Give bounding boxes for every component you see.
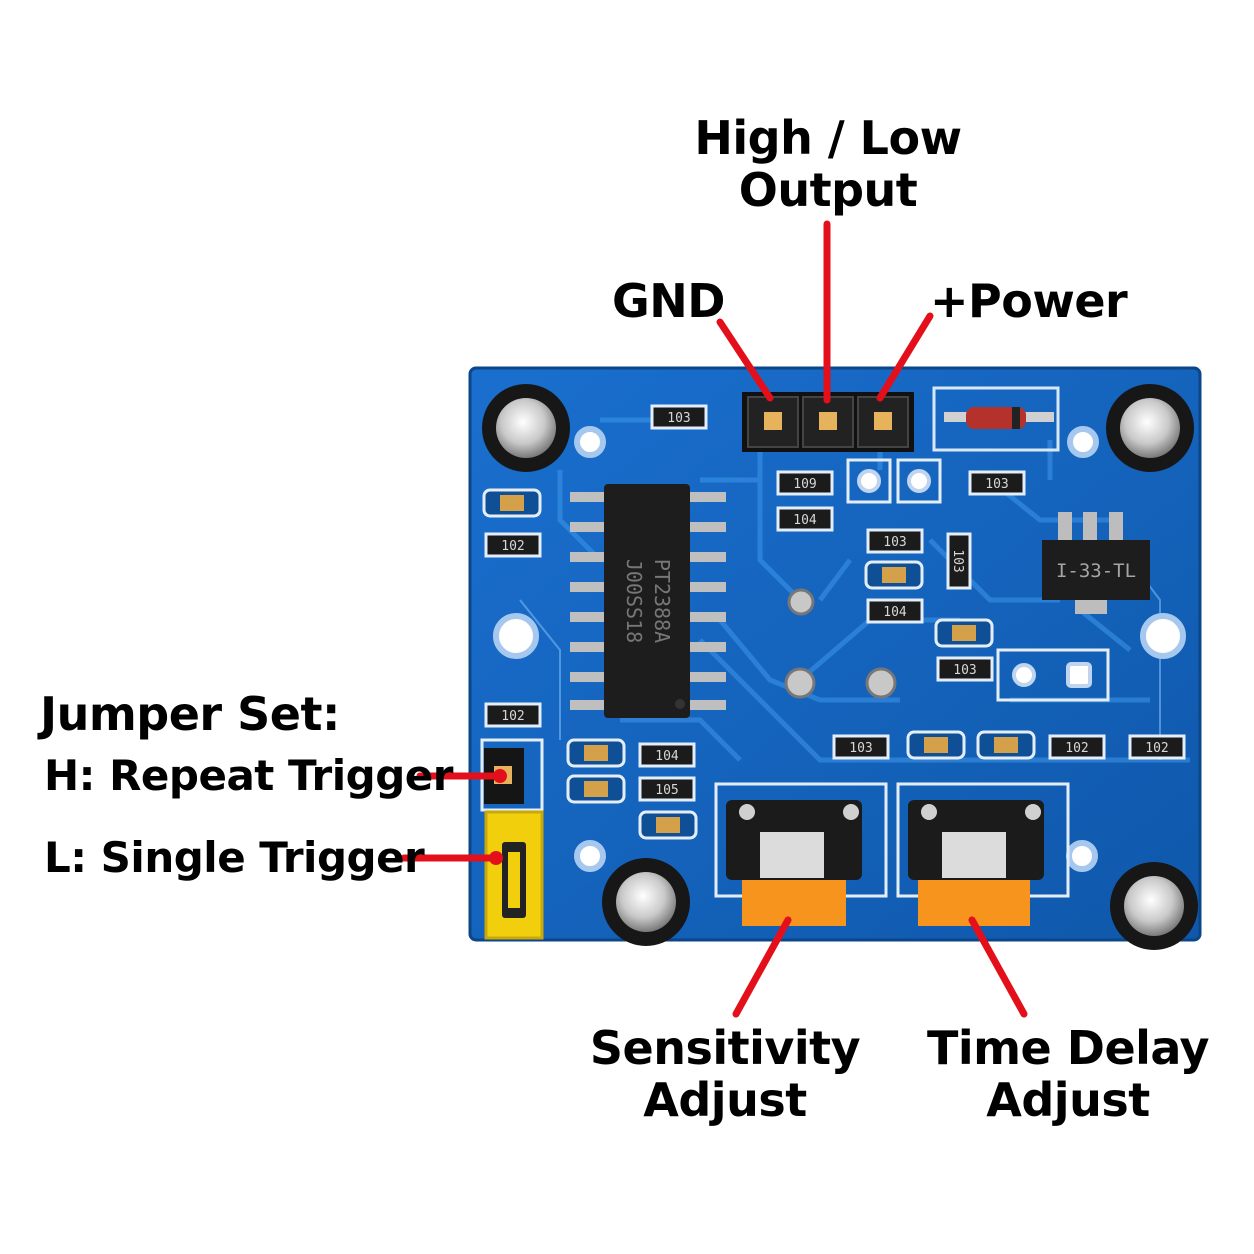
trimmer-time-delay [908, 800, 1044, 926]
resistor-code: 104 [655, 749, 679, 764]
output-label-line1: High / Low [694, 111, 962, 165]
resistor-code: 105 [655, 783, 678, 798]
leader-dots [489, 769, 507, 865]
resistor-code: 104 [793, 513, 817, 528]
ic-chip: PT2388A J00SS18 [570, 484, 726, 718]
resistor-code: 103 [883, 535, 906, 550]
chip-label-bottom: J00SS18 [622, 559, 646, 643]
smd-resistors: 103 109 104 103 103 104 103 102 102 104 … [484, 404, 1186, 802]
resistor-code: 103 [849, 741, 872, 756]
jumper-h-label: H: Repeat Trigger [44, 751, 453, 800]
regulator-label: I-33-TL [1056, 560, 1136, 582]
leader-power [876, 312, 934, 402]
resistor-code: 102 [501, 709, 524, 724]
power-label: +Power [930, 274, 1128, 328]
leader-gnd [716, 318, 774, 402]
resistor-code: 103 [667, 411, 690, 426]
output-label-line2: Output [738, 163, 918, 217]
leader-sensitivity [732, 916, 792, 1018]
voltage-regulator: I-33-TL [1042, 512, 1150, 614]
smd-capacitors [482, 488, 1036, 840]
gnd-label: GND [612, 274, 725, 328]
solder-pads [857, 469, 1092, 688]
resistor-code: 102 [1065, 741, 1088, 756]
time-delay-label-line2: Adjust [986, 1073, 1150, 1127]
leader-lines [400, 220, 1028, 1018]
sensitivity-label-line1: Sensitivity [589, 1021, 861, 1075]
resistor-code: 103 [953, 663, 976, 678]
resistor-code: 102 [501, 539, 524, 554]
leader-time-delay [968, 916, 1028, 1018]
time-delay-label-line1: Time Delay [926, 1021, 1210, 1075]
resistor-code: 104 [883, 605, 907, 620]
jumper-l-label: L: Single Trigger [44, 833, 425, 882]
chip-label-top: PT2388A [650, 559, 674, 643]
resistor-code: 102 [1145, 741, 1168, 756]
trimmer-sensitivity [726, 800, 862, 926]
resistor-code: 103 [985, 477, 1008, 492]
vias [784, 588, 897, 699]
jumper-title: Jumper Set: [40, 687, 340, 741]
resistor-code: 103 [950, 549, 965, 572]
sensitivity-label-line2: Adjust [643, 1073, 807, 1127]
diode [932, 386, 1060, 452]
electrolytic-capacitors [482, 384, 1198, 950]
resistor-code: 109 [793, 477, 816, 492]
